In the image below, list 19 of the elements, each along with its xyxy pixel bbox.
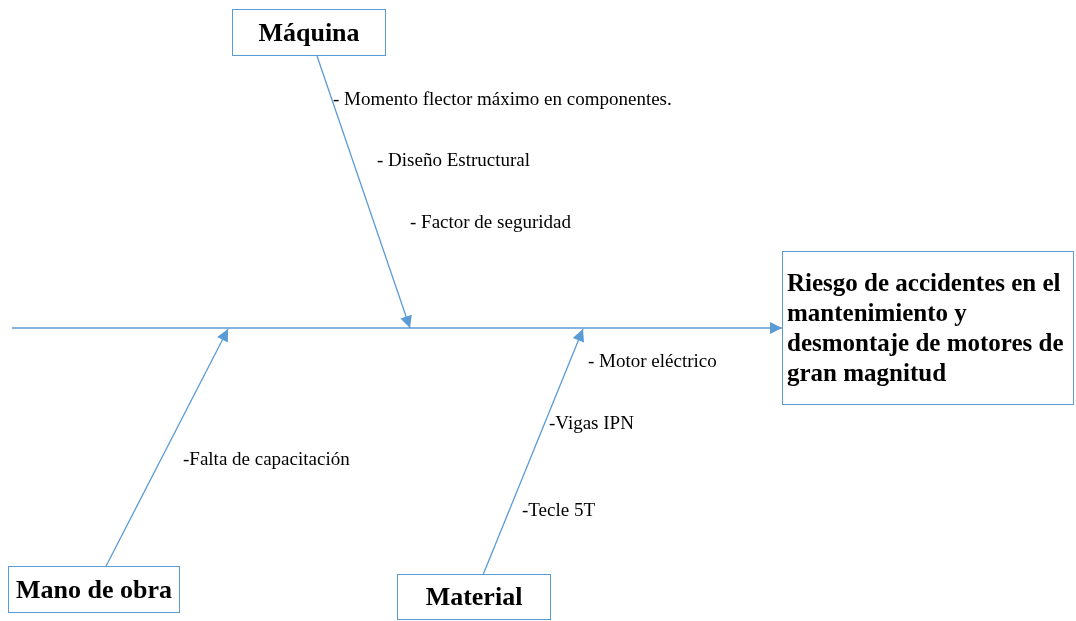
arrow: [482, 328, 585, 575]
effect-text: Riesgo de accidentes en el mantenimiento y desmontaje de motores de gran magnitud: [787, 268, 1065, 388]
cause-text: -Falta de capacitación: [183, 448, 350, 470]
category-box: [8, 566, 180, 613]
cause-text: -Vigas IPN: [549, 412, 634, 434]
cause-text: - Momento flector máximo en componentes.: [333, 88, 672, 110]
cause-text: - Motor eléctrico: [588, 350, 717, 372]
category-box: [397, 574, 551, 620]
category-box: [232, 9, 386, 56]
cause-text: - Diseño Estructural: [377, 149, 530, 171]
cause-text: -Tecle 5T: [522, 499, 596, 521]
arrow: [105, 328, 229, 567]
effect-box: [782, 251, 1074, 405]
category-title: Material: [425, 582, 523, 612]
category-title: Mano de obra: [16, 574, 172, 605]
category-title: Máquina: [258, 17, 360, 48]
arrow: [11, 322, 783, 334]
cause-text: - Factor de seguridad: [410, 211, 571, 233]
arrow: [316, 55, 412, 329]
